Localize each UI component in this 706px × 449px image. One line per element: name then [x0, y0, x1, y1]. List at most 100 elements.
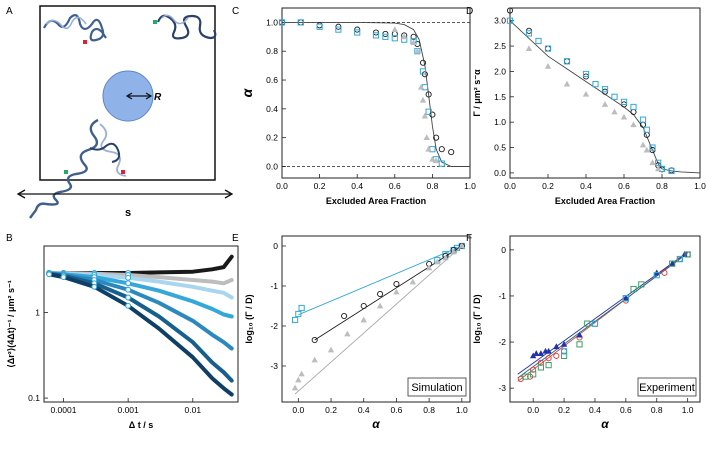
data-point [601, 86, 609, 93]
polymer-chain [161, 14, 189, 25]
x-tick-label: 0.6 [391, 405, 403, 415]
radius-arrowhead [145, 92, 153, 100]
data-point [278, 19, 286, 26]
data-point [611, 93, 618, 100]
data-point [438, 146, 445, 153]
data-point [582, 70, 590, 78]
data-point [311, 356, 318, 363]
x-tick-label: 1.0 [456, 405, 468, 415]
x-tick-label: 0.01 [185, 405, 202, 415]
y-tick-label: 0.5 [494, 143, 506, 153]
x-tick-label: 0.8 [651, 405, 663, 415]
x-tick-label: 0.0 [527, 405, 539, 415]
data-point [535, 37, 542, 45]
data-point [655, 165, 662, 172]
data-point [46, 271, 53, 278]
x-axis-label: Excluded Area Fraction [326, 196, 426, 206]
panel-letter-f: F [466, 233, 472, 244]
data-point [676, 255, 684, 263]
x-tick-label: 0.4 [358, 405, 370, 415]
y-axis-label: ⟨Δr²⟩(4Δt)⁻¹ / μm² s⁻¹ [6, 280, 16, 367]
data-point [529, 352, 537, 359]
data-point [669, 260, 676, 267]
y-tick-label: -3 [270, 361, 278, 371]
y-tick-label: 0.0 [266, 161, 278, 171]
data-point [372, 32, 380, 39]
data-point [591, 320, 599, 327]
data-point [391, 26, 398, 33]
data-point [298, 370, 305, 377]
data-point [620, 98, 628, 105]
y-axis-label: Γ / μm² s⁻α [472, 69, 482, 117]
data-point [544, 45, 552, 52]
x-tick-label: 0.0 [504, 181, 516, 191]
data-point [545, 355, 552, 362]
data-point [611, 108, 618, 115]
data-point [668, 167, 675, 174]
data-point [537, 364, 544, 371]
data-series [517, 251, 691, 382]
y-tick-label: 0.6 [266, 75, 278, 85]
data-point [630, 103, 637, 111]
annotation-box [407, 377, 467, 397]
y-tick-label: 0.4 [266, 104, 278, 114]
data-point [295, 376, 302, 383]
x-tick-label: 0.6 [618, 181, 630, 191]
data-point [601, 101, 609, 107]
x-tick-label: 0.8 [423, 405, 435, 415]
data-point [429, 155, 436, 162]
data-point [653, 272, 660, 279]
data-point [125, 280, 132, 287]
data-point [393, 288, 400, 295]
x-axis-label: α [372, 417, 380, 431]
data-point [125, 274, 132, 281]
data-point [622, 295, 629, 302]
polymer-chain [45, 16, 87, 30]
panel-letter-a: A [6, 6, 13, 17]
x-tick-label: 0.4 [351, 181, 363, 191]
data-point [419, 96, 427, 103]
data-point [316, 22, 323, 29]
x-tick-label: 0.4 [589, 405, 601, 415]
data-point [563, 58, 571, 65]
x-tick-label: 0.6 [389, 181, 401, 191]
y-tick-label: 1.5 [494, 92, 506, 102]
data-point [327, 346, 335, 353]
x-tick-label: 0.8 [656, 181, 668, 191]
data-point [525, 30, 533, 37]
plot-frame [281, 235, 471, 403]
y-tick-label: 0.2 [266, 133, 278, 143]
annotation-box [637, 377, 697, 397]
data-point [560, 352, 568, 359]
y-axis-label: log₁₀ (Γ / D) [244, 294, 254, 343]
data-point [544, 62, 552, 69]
polymer-chain [89, 142, 121, 163]
data-point [643, 146, 650, 153]
radius-label: R [154, 92, 162, 103]
data-point [354, 29, 361, 36]
data-point [433, 134, 440, 141]
polymer-anchor [64, 170, 68, 174]
data-point [417, 83, 425, 90]
data-point [668, 260, 676, 267]
data-point [360, 316, 367, 323]
schematic-panel: R s [16, 5, 234, 219]
data-point [563, 58, 571, 65]
data-point [91, 283, 98, 290]
x-tick-label: 0.2 [558, 405, 570, 415]
data-point [409, 278, 416, 285]
plot-frame [281, 7, 471, 179]
data-point [419, 68, 427, 75]
panel-letter-c: C [232, 6, 239, 17]
data-point [125, 286, 132, 293]
data-point [393, 280, 400, 288]
y-tick-label: 0 [273, 241, 278, 251]
data-point [376, 302, 384, 309]
data-point [298, 304, 305, 312]
series-band [47, 272, 234, 397]
y-tick-label: 1.0 [494, 117, 506, 127]
data-point [410, 39, 417, 45]
